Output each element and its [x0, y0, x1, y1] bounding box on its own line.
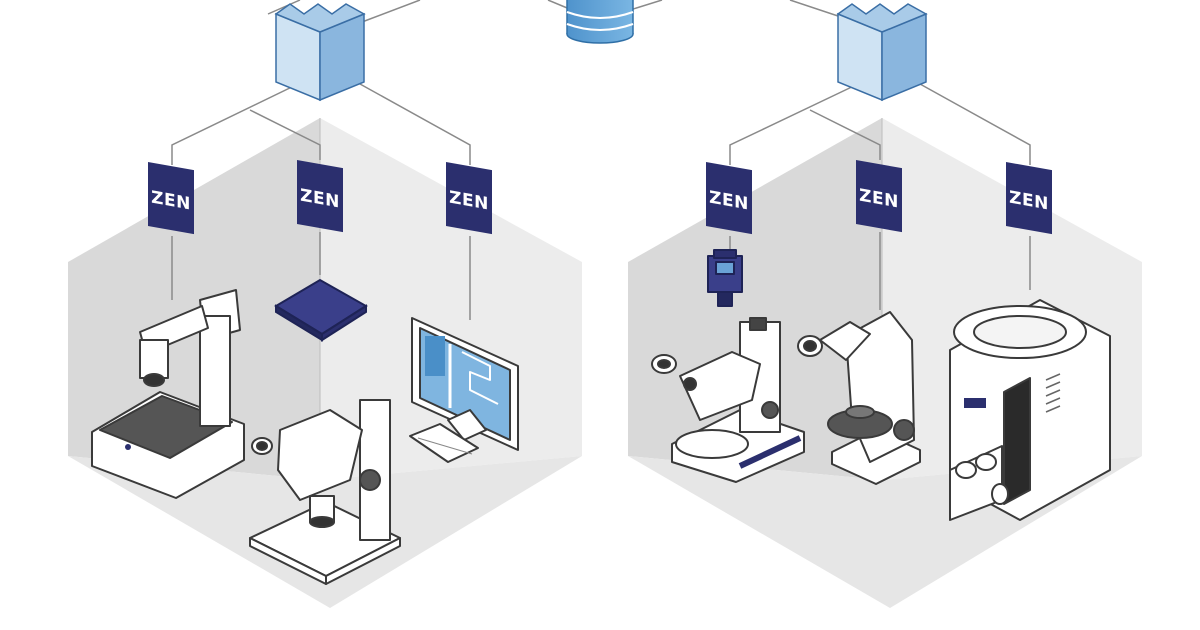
- zen-badge: ZEN: [856, 160, 902, 233]
- badge-connectors: [171, 232, 1031, 320]
- database-icon: [566, 0, 634, 44]
- room-left-wall: [68, 118, 320, 480]
- zen-badge: ZEN: [148, 162, 194, 235]
- server-connectors: [171, 83, 1031, 165]
- measuring-microscope-icon: [91, 289, 245, 499]
- workstation-monitor-icon: [409, 317, 519, 463]
- stereo-microscope-stand-icon: [651, 317, 805, 483]
- camera-module-icon: [274, 278, 368, 342]
- upright-microscope-icon: [797, 311, 921, 485]
- zen-badge: ZEN: [706, 162, 752, 235]
- zen-badge: ZEN: [297, 160, 343, 233]
- server-building-icon: [836, 3, 928, 102]
- microscope-camera-icon: [707, 249, 743, 307]
- stereo-microscope-icon: [249, 399, 401, 585]
- zen-badge: ZEN: [446, 162, 492, 235]
- cabinet-instrument-icon: [949, 299, 1111, 521]
- zen-badge: ZEN: [1006, 162, 1052, 235]
- server-building-icon: [274, 3, 366, 102]
